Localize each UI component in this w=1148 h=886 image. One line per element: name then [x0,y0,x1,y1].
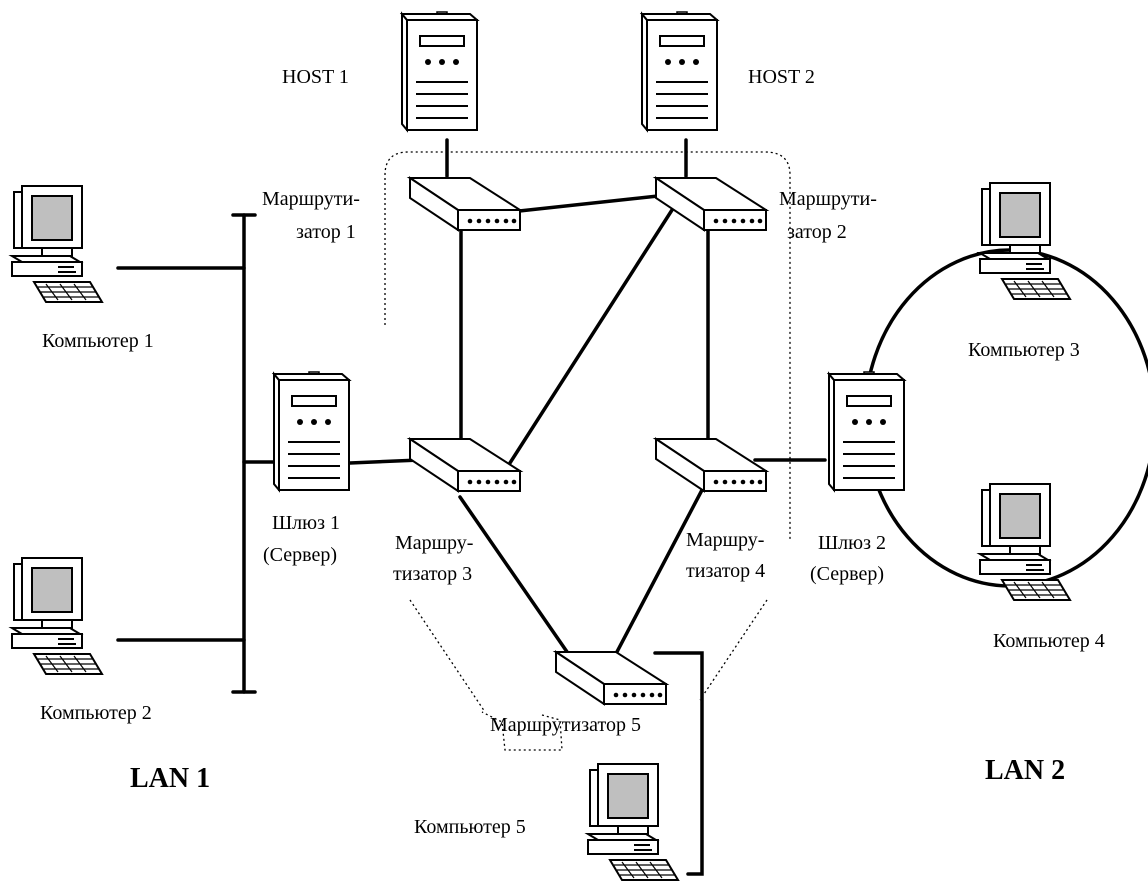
host1-label: HOST 1 [282,66,349,88]
link-gateway1-router3 [348,458,422,465]
link-router5-computer5 [653,651,704,876]
router3-icon[interactable] [409,438,521,492]
computer3-label: Компьютер 3 [968,339,1080,361]
computer1-icon[interactable] [11,185,103,303]
gateway2-label-line1: Шлюз 2 [818,532,886,554]
router4-label-line1: Маршру- [686,529,764,551]
router1-label-line2: затор 1 [296,221,356,243]
router2-label-line2: затор 2 [787,221,847,243]
router3-label-line2: тизатор 3 [393,563,472,585]
network-links [116,138,1148,876]
gateway1-server-icon[interactable] [273,371,350,491]
wan-boundary-outline [384,151,791,751]
gateway2-server-icon[interactable] [828,371,905,491]
router3-label-line1: Маршру- [395,532,473,554]
router2-icon[interactable] [655,177,767,231]
link-router2-router3 [506,208,674,468]
router1-icon[interactable] [409,177,521,231]
computer4-label: Компьютер 4 [993,630,1105,652]
link-router1-router2 [508,194,660,214]
gateway1-label-line2: (Сервер) [263,544,337,566]
router5-icon[interactable] [555,651,667,705]
router4-label-line2: тизатор 4 [686,560,765,582]
computer4-icon[interactable] [979,483,1071,601]
router2-label-line1: Маршрути- [779,188,877,210]
computer5-icon[interactable] [587,763,679,881]
host2-server-icon[interactable] [641,11,718,131]
router1-label-line1: Маршрути- [262,188,360,210]
router4-icon[interactable] [655,438,767,492]
lan2-title: LAN 2 [985,755,1065,786]
host1-server-icon[interactable] [401,11,478,131]
computer1-label: Компьютер 1 [42,330,154,352]
computer5-label: Компьютер 5 [414,816,526,838]
computer2-icon[interactable] [11,557,103,675]
lan1-title: LAN 1 [130,763,210,794]
gateway2-label-line2: (Сервер) [810,563,884,585]
router5-label: Маршрутизатор 5 [490,714,641,736]
gateway1-label-line1: Шлюз 1 [272,512,340,534]
computer2-label: Компьютер 2 [40,702,152,724]
host2-label: HOST 2 [748,66,815,88]
computer3-icon[interactable] [979,182,1071,300]
